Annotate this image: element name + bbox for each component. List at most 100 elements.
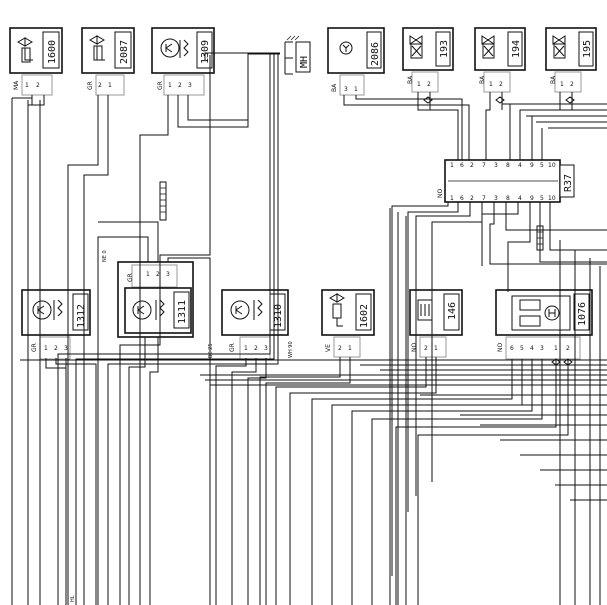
connector-color: MA (13, 80, 20, 90)
component-label: 193 (439, 40, 450, 58)
connector-label: R37 (563, 174, 574, 192)
svg-text:WH 90: WH 90 (288, 341, 294, 358)
injector-icon (481, 35, 495, 59)
svg-text:10: 10 (548, 195, 556, 202)
svg-text:9: 9 (530, 195, 534, 202)
svg-text:1: 1 (417, 81, 421, 88)
svg-text:2: 2 (499, 81, 503, 88)
actuator-icon (511, 295, 571, 331)
svg-text:2: 2 (338, 345, 342, 352)
svg-text:2: 2 (570, 81, 574, 88)
svg-text:2: 2 (470, 162, 474, 169)
component-label: 1602 (359, 304, 370, 328)
svg-text:1: 1 (434, 345, 438, 352)
svg-text:9: 9 (530, 162, 534, 169)
svg-text:2: 2 (156, 271, 160, 278)
svg-text:1: 1 (108, 82, 112, 89)
component-label: 1076 (577, 302, 588, 326)
valve-icon (16, 37, 34, 63)
svg-text:1: 1 (146, 271, 150, 278)
injector-icon (409, 35, 423, 59)
component-label: 1312 (76, 304, 87, 328)
ground-mh: MH (284, 35, 311, 75)
svg-text:NE 0: NE 0 (102, 250, 108, 262)
svg-text:2: 2 (98, 82, 102, 89)
svg-text:5: 5 (540, 162, 544, 169)
svg-text:3: 3 (166, 271, 170, 278)
svg-text:2: 2 (566, 345, 570, 352)
sensor-icon (32, 299, 63, 320)
svg-text:1: 1 (354, 86, 358, 93)
component-label: 2086 (370, 42, 381, 66)
connector-color: GR (31, 343, 38, 352)
component-label: 1309 (200, 40, 211, 64)
svg-text:3: 3 (64, 345, 68, 352)
svg-text:2: 2 (36, 82, 40, 89)
svg-text:8: 8 (506, 195, 510, 202)
svg-text:1: 1 (244, 345, 248, 352)
connector-color: BA (407, 75, 414, 84)
svg-text:1: 1 (489, 81, 493, 88)
svg-text:5: 5 (520, 345, 524, 352)
sensor-icon (160, 38, 189, 58)
svg-text:3: 3 (494, 195, 498, 202)
svg-text:HL: HL (70, 595, 76, 602)
connector-color: VE (325, 344, 332, 352)
wire-harness: HL NE 0 BE 25 WH 90 (11, 52, 607, 605)
svg-text:3: 3 (540, 345, 544, 352)
svg-text:3: 3 (264, 345, 268, 352)
connector-color: BA (550, 75, 557, 84)
component-label: 146 (447, 302, 458, 320)
svg-text:4: 4 (518, 195, 522, 202)
svg-text:2: 2 (54, 345, 58, 352)
svg-text:BE 25: BE 25 (208, 343, 214, 358)
svg-text:2: 2 (424, 345, 428, 352)
svg-text:1: 1 (168, 82, 172, 89)
svg-text:1: 1 (450, 195, 454, 202)
svg-text:1: 1 (554, 345, 558, 352)
svg-text:2: 2 (254, 345, 258, 352)
svg-text:1: 1 (560, 81, 564, 88)
connector-color: BA (331, 83, 338, 92)
svg-text:10: 10 (548, 162, 556, 169)
svg-text:7: 7 (482, 162, 486, 169)
connector-color: GR (229, 343, 236, 352)
svg-text:1: 1 (25, 82, 29, 89)
component-label: 1311 (177, 300, 188, 324)
component-label: 194 (511, 40, 522, 58)
svg-text:7: 7 (482, 195, 486, 202)
svg-text:1: 1 (348, 345, 352, 352)
svg-text:6: 6 (460, 162, 464, 169)
svg-text:3: 3 (344, 86, 348, 93)
connector-color: BA (479, 75, 486, 84)
connector-color: NO (437, 189, 444, 198)
sensor-icon (230, 299, 263, 320)
twisted-pair-icon (159, 181, 544, 251)
valve-icon (88, 35, 106, 61)
svg-text:3: 3 (188, 82, 192, 89)
valve-icon (328, 293, 346, 327)
connector-color: NO (411, 343, 418, 352)
component-label: 1600 (47, 40, 58, 64)
svg-text:5: 5 (540, 195, 544, 202)
injector-icon (552, 35, 566, 59)
svg-text:4: 4 (518, 162, 522, 169)
sensor-icon (339, 41, 353, 55)
svg-text:6: 6 (510, 345, 514, 352)
connector-color: NO (497, 343, 504, 352)
svg-text:4: 4 (530, 345, 534, 352)
svg-text:2: 2 (178, 82, 182, 89)
svg-text:6: 6 (460, 195, 464, 202)
svg-text:2: 2 (470, 195, 474, 202)
